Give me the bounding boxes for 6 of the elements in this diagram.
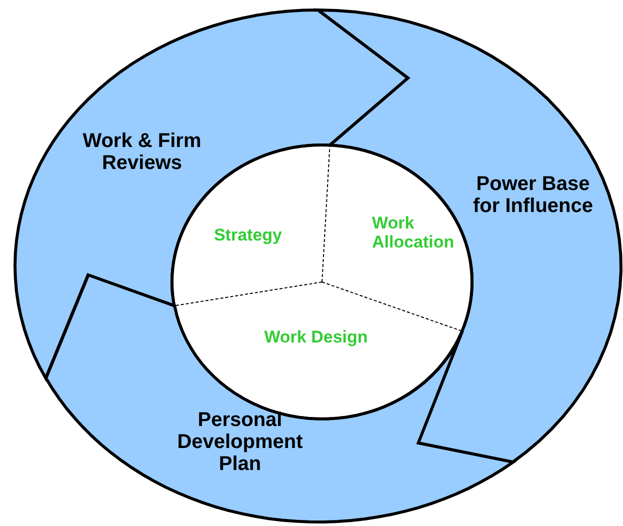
segment-label: Power Base for Influence	[473, 173, 593, 217]
segment-label: Personal Development Plan	[176, 409, 304, 475]
sector-label: Work Design	[263, 328, 369, 348]
sector-label: Work Allocation	[372, 214, 456, 252]
sector-label: Strategy	[212, 226, 283, 246]
segment-label: Work & Firm Reviews	[82, 130, 202, 174]
